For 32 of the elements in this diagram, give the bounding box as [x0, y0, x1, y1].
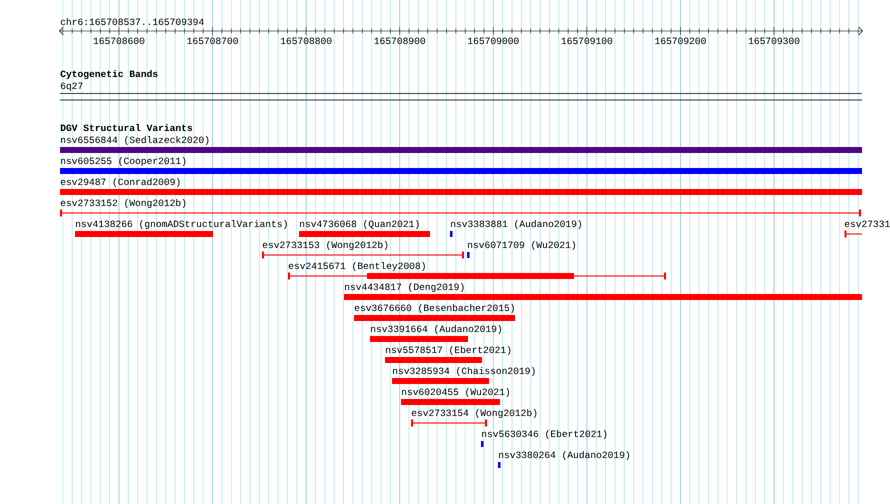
tick-label: 165709300 — [748, 38, 800, 44]
variant-label: nsv3285934 (Chaisson2019) — [393, 367, 535, 376]
tick-label: 165709000 — [468, 38, 519, 44]
variant-label: nsv3383881 (Audano2019) — [451, 220, 582, 229]
tick-label: 165709200 — [655, 38, 706, 44]
variant-label: esv2733152 (Wong2012b) — [60, 199, 186, 208]
variant-label: nsv5630346 (Ebert2021) — [482, 430, 606, 439]
variant-label: nsv605255 (Cooper2011) — [61, 157, 186, 166]
variant-label: nsv6020455 (Wu2021) — [402, 388, 510, 397]
band-label: 6q27 — [60, 82, 82, 91]
tick-label: 165708900 — [374, 38, 426, 44]
track-title: DGV Structural Variants — [60, 124, 192, 132]
region-label: chr6:165708537..165709394 — [60, 18, 204, 26]
variant-label: nsv3380264 (Audano2019) — [499, 451, 630, 460]
tick-label: 165708600 — [94, 38, 144, 44]
track-title: Cytogenetic Bands — [60, 70, 158, 80]
variant-label: nsv5578517 (Ebert2021) — [386, 346, 510, 355]
tick-label: 165709100 — [562, 38, 612, 44]
variant-label: esv2733153 (Wong2012b) — [262, 241, 388, 250]
variant-label: nsv6071709 (Wu2021) — [468, 241, 576, 250]
variant-label: esv29487 (Conrad2009) — [60, 178, 180, 187]
variant-label: esv3676660 (Besenbacher2015) — [354, 304, 514, 313]
variant-label: nsv4736068 (Quan2021) — [300, 220, 419, 229]
variant-label: nsv4138266 (gnomADStructuralVariants) — [76, 220, 287, 229]
variant-label: esv27331 — [844, 220, 890, 228]
tick-label: 165708700 — [187, 38, 238, 44]
variant-label: esv2733154 (Wong2012b) — [412, 409, 536, 418]
variant-label: esv2415671 (Bentley2008) — [288, 262, 425, 271]
variant-label: nsv3391664 (Audano2019) — [371, 325, 502, 334]
variant-label: nsv6556844 (Sedlazeck2020) — [61, 136, 208, 145]
variant-label: nsv4434817 (Deng2019) — [345, 283, 464, 292]
tick-label: 165708800 — [280, 38, 332, 44]
